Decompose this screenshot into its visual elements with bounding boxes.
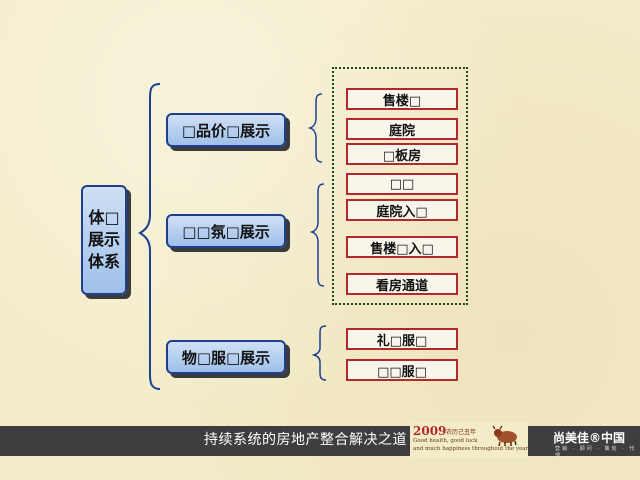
category-label: □品价□展示 <box>181 121 271 140</box>
category-node-3: 物□服□展示 <box>166 340 286 374</box>
item-node: 庭院 <box>346 118 458 140</box>
root-node: 体□ 展示 体系 <box>81 185 127 295</box>
root-label-line-3: 体系 <box>87 252 120 271</box>
logo-year: 2009 <box>413 424 447 438</box>
bracket-cat3 <box>311 325 327 381</box>
item-label: 售楼□ <box>382 93 422 109</box>
bracket-cat1 <box>307 93 323 163</box>
category-node-2: □□氛□展示 <box>166 214 286 248</box>
item-label: □板房 <box>382 148 422 164</box>
category-label: 物□服□展示 <box>181 348 271 367</box>
brand-logo: 尚美佳®中国 <box>553 431 626 445</box>
main-bracket <box>138 83 161 390</box>
item-node: 礼□服□ <box>346 328 458 350</box>
logo-english-line-2: and much happiness throughout the year <box>413 446 529 452</box>
item-node: 售楼□ <box>346 88 458 110</box>
item-node: 看房通道 <box>346 273 458 295</box>
category-label: □□氛□展示 <box>182 222 270 241</box>
item-label: 售楼□入□ <box>370 241 434 257</box>
item-node: 售楼□入□ <box>346 236 458 258</box>
item-label: 看房通道 <box>375 278 428 294</box>
footer-slogan: 持续系统的房地产整合解决之道 <box>204 432 407 448</box>
item-label: □□ <box>389 176 415 192</box>
ox-icon <box>492 425 517 446</box>
logo-english-line-1: Good health, good luck <box>413 438 478 444</box>
logo-year-sub: 农历己丑年 <box>446 429 477 436</box>
category-node-1: □品价□展示 <box>166 113 286 147</box>
item-label: □□服□ <box>377 364 427 380</box>
root-label-line-2: 展示 <box>87 230 120 249</box>
item-node: □□服□ <box>346 359 458 381</box>
item-label: 庭院入□ <box>376 204 428 220</box>
footer-bar <box>0 426 640 456</box>
dotted-group-frame <box>332 67 468 305</box>
item-node: 庭院入□ <box>346 199 458 221</box>
item-label: 庭院 <box>388 123 415 139</box>
bracket-cat2 <box>309 183 325 287</box>
item-node: □□ <box>346 173 458 195</box>
root-label-line-1: 体□ <box>88 208 120 227</box>
brand-subtitle: 营销 · 顾问 · 策划 · 代理 <box>555 446 637 459</box>
item-node: □板房 <box>346 143 458 165</box>
item-label: 礼□服□ <box>376 333 428 349</box>
